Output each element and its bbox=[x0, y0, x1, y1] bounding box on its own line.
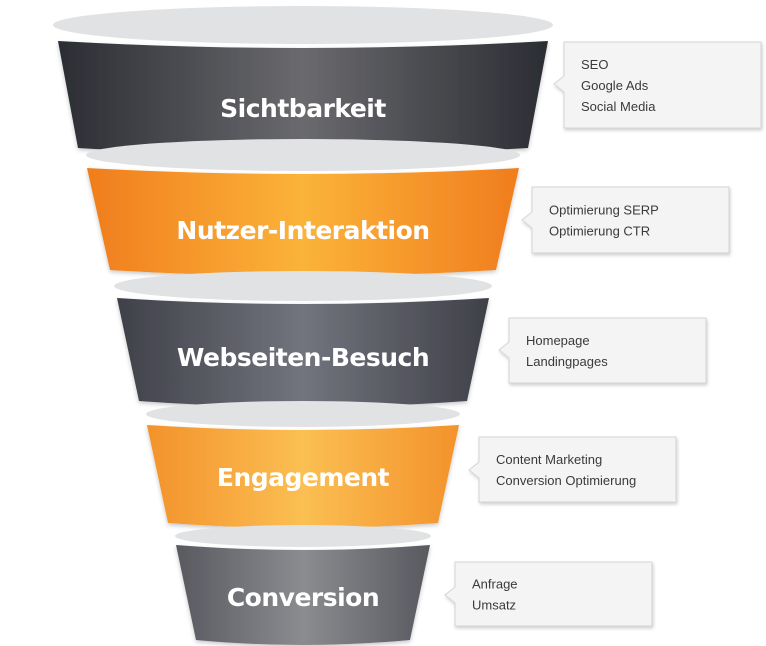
funnel-rim bbox=[53, 6, 553, 44]
callout-box bbox=[498, 317, 707, 384]
funnel-rim bbox=[146, 401, 460, 427]
callout-item: Umsatz bbox=[472, 598, 516, 613]
funnel-segment bbox=[147, 425, 459, 528]
callout-item: Google Ads bbox=[581, 78, 649, 93]
funnel-stage-3: Webseiten-Besuch bbox=[114, 271, 492, 407]
funnel-stage-1: Sichtbarkeit bbox=[53, 6, 553, 155]
stage-callout-2: Optimierung SERP Optimierung CTR bbox=[521, 186, 730, 254]
stage-label: Conversion bbox=[227, 583, 379, 612]
funnel-stage-5: Conversion bbox=[175, 525, 431, 645]
callout-box bbox=[468, 436, 677, 503]
funnel-segment bbox=[117, 298, 489, 407]
stage-label: Nutzer-Interaktion bbox=[176, 216, 429, 245]
callout-item: Optimierung CTR bbox=[549, 224, 650, 239]
funnel-rim bbox=[86, 139, 520, 171]
callout-item: Conversion Optimierung bbox=[496, 473, 636, 488]
callout-item: SEO bbox=[581, 57, 608, 72]
stage-label: Sichtbarkeit bbox=[220, 94, 386, 123]
funnel-rim bbox=[114, 271, 492, 301]
callout-item: Anfrage bbox=[472, 577, 518, 592]
callout-box bbox=[444, 561, 653, 627]
stage-label: Webseiten-Besuch bbox=[177, 343, 429, 372]
callout-item: Social Media bbox=[581, 99, 656, 114]
funnel-rim bbox=[175, 525, 431, 547]
funnel-stage-2: Nutzer-Interaktion bbox=[86, 139, 520, 276]
callout-item: Optimierung SERP bbox=[549, 203, 659, 218]
stage-label: Engagement bbox=[217, 463, 390, 492]
funnel-segment bbox=[176, 545, 430, 645]
callout-box bbox=[521, 186, 730, 254]
callout-item: Homepage bbox=[526, 333, 590, 348]
callout-item: Content Marketing bbox=[496, 452, 602, 467]
funnel-segment bbox=[87, 168, 519, 276]
callout-box bbox=[553, 41, 762, 129]
funnel-segment bbox=[58, 41, 548, 155]
funnel-stage-4: Engagement bbox=[146, 401, 460, 528]
callout-item: Landingpages bbox=[526, 354, 608, 369]
